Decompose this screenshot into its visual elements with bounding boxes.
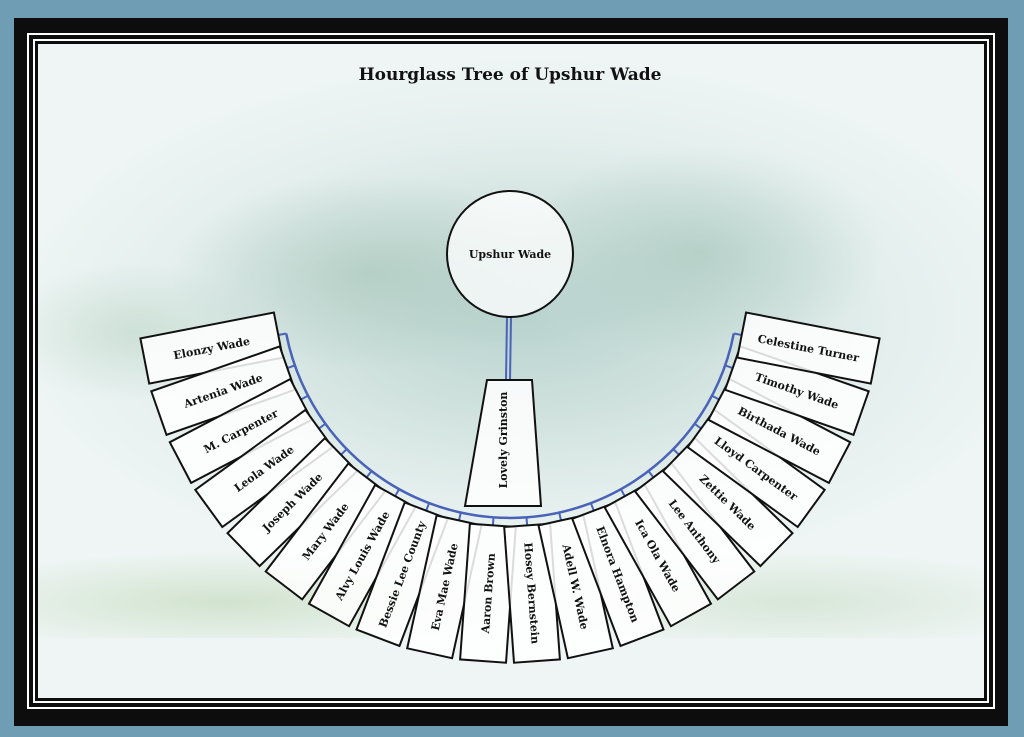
child-box-shape xyxy=(406,514,483,660)
spouse-label: Lovely Grinston xyxy=(497,392,510,489)
child-connector xyxy=(340,448,348,456)
child-connector xyxy=(491,517,495,526)
root-circle xyxy=(446,190,574,318)
child-box-shape xyxy=(264,462,387,601)
frame-inner-border xyxy=(27,33,995,709)
child-box-shape xyxy=(355,501,449,648)
child-connector xyxy=(458,512,462,521)
child-box-shape xyxy=(723,345,870,437)
child-box-shape xyxy=(307,483,417,628)
child-connector xyxy=(365,470,373,479)
child-connector xyxy=(589,502,595,511)
child-box: Timothy Wade xyxy=(723,345,870,437)
child-label: Aaron Brown xyxy=(479,553,498,635)
root-connector-2 xyxy=(509,316,512,381)
child-connector xyxy=(525,517,529,526)
child-box: Elonzy Wade xyxy=(139,311,284,385)
child-box-shape xyxy=(226,436,359,568)
child-box-shape xyxy=(603,483,713,628)
child-connector xyxy=(425,502,431,511)
child-connector xyxy=(724,364,734,370)
root-label: Upshur Wade xyxy=(469,248,551,261)
child-box-shape xyxy=(168,377,313,485)
child-box-shape xyxy=(736,311,881,385)
child-box-shape xyxy=(537,514,614,660)
child-box-shape xyxy=(150,345,297,437)
child-box-shape xyxy=(661,436,794,568)
child-connector xyxy=(733,332,742,336)
connectors xyxy=(278,316,742,526)
child-connector xyxy=(300,394,309,401)
child-box-shape xyxy=(139,311,284,385)
child-connector xyxy=(694,422,702,430)
child-box-shape xyxy=(571,501,665,648)
child-connector xyxy=(711,394,720,401)
child-box: Aaron Brown xyxy=(459,522,517,664)
frame-inner-border-2 xyxy=(33,39,989,703)
child-box-shape xyxy=(193,408,334,529)
child-connector xyxy=(318,422,326,430)
child-box-shape xyxy=(459,522,517,664)
child-connector xyxy=(394,488,400,497)
root-connector xyxy=(505,316,508,381)
spouse-box-shape xyxy=(463,379,543,507)
child-box: Eva Mae Wade xyxy=(406,514,483,660)
child-box: Adell W. Wade xyxy=(537,514,614,660)
root-node: Upshur Wade xyxy=(446,190,574,318)
child-connector xyxy=(558,512,562,521)
diagram-title: Hourglass Tree of Upshur Wade xyxy=(359,65,662,85)
child-box: Celestine Turner xyxy=(736,311,881,385)
child-box-shape xyxy=(686,408,827,529)
child-box-shape xyxy=(707,377,852,485)
child-connector xyxy=(286,364,296,370)
child-box-shape xyxy=(633,462,756,601)
child-connector xyxy=(672,448,680,456)
child-connector xyxy=(620,488,626,497)
descendant-arc xyxy=(284,333,736,520)
spouse-box: Lovely Grinston xyxy=(463,379,543,507)
child-connector xyxy=(647,470,655,479)
child-connector xyxy=(278,332,287,336)
